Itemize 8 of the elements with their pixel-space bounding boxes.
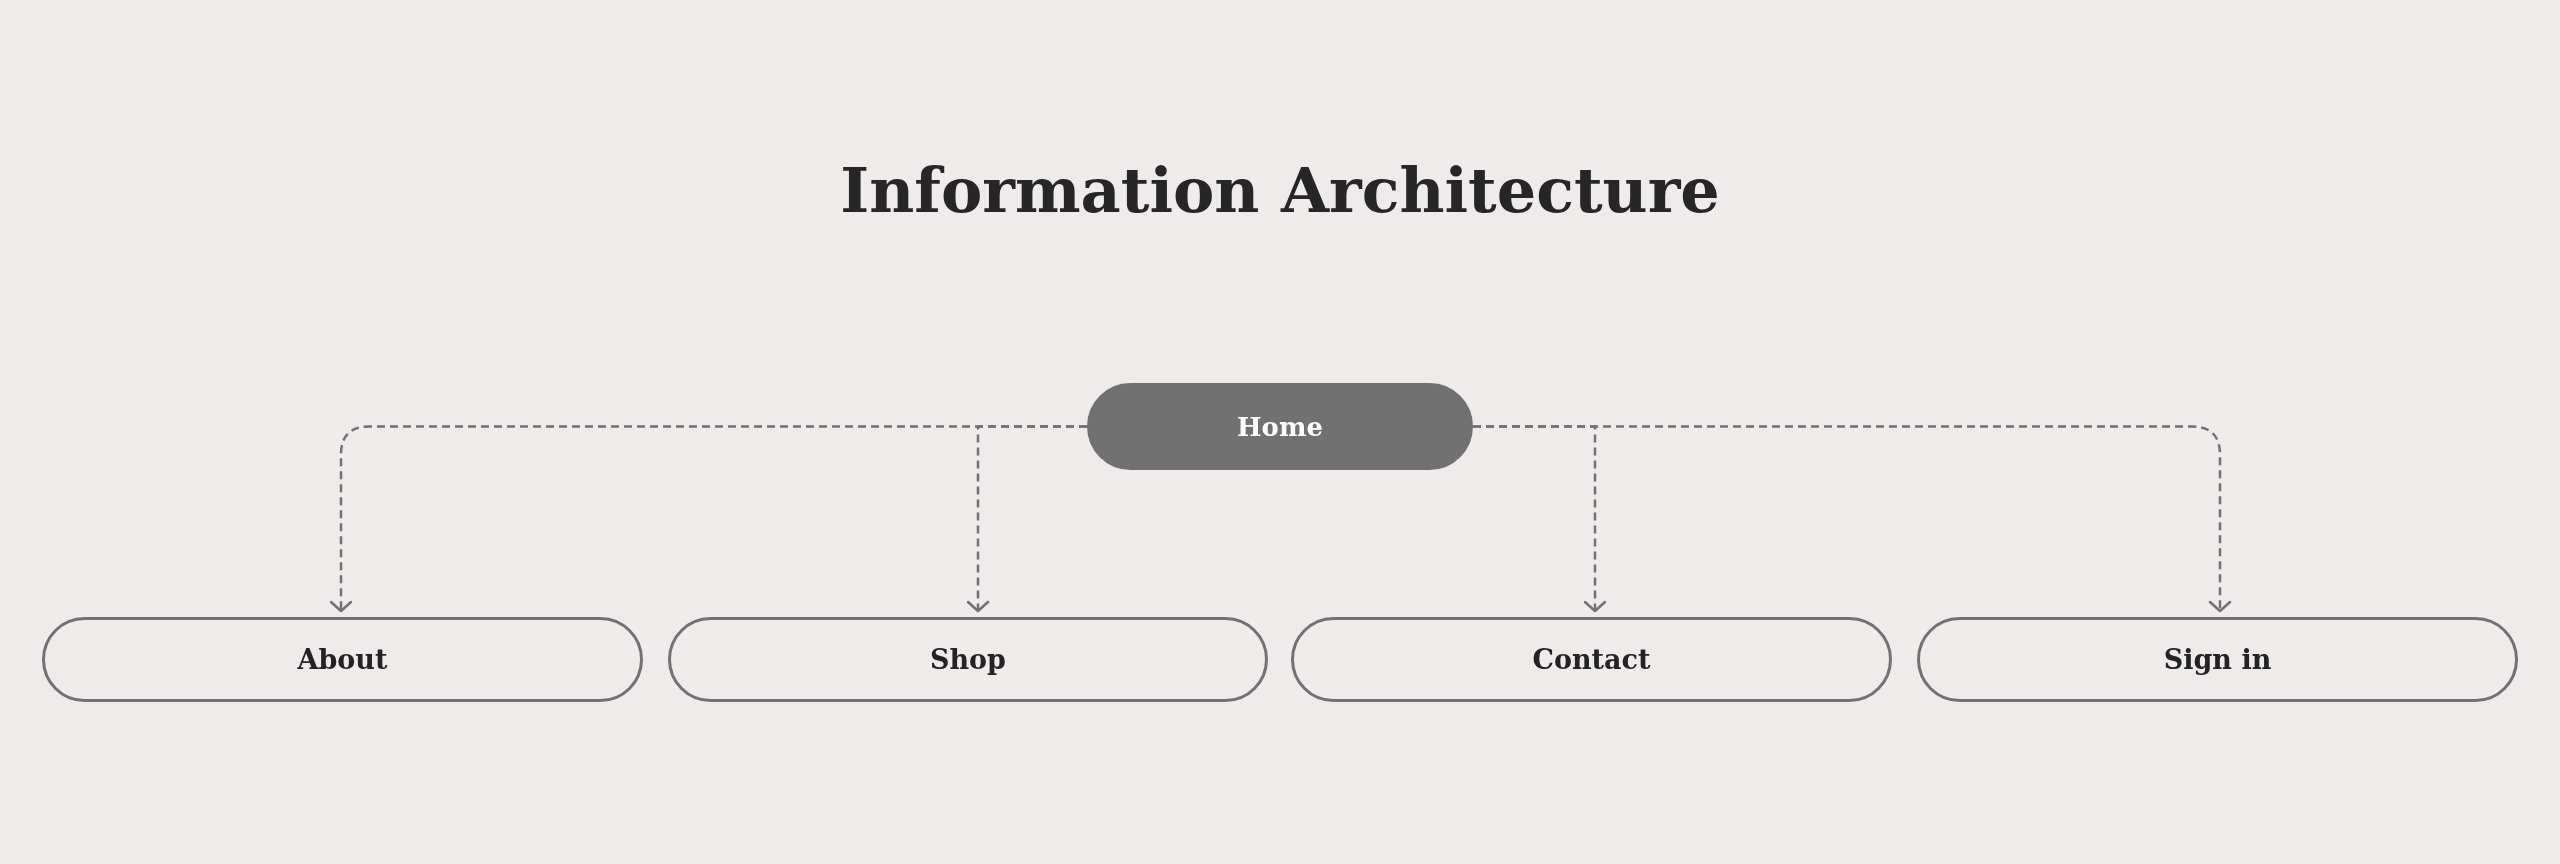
node-label: Home bbox=[1237, 413, 1323, 440]
dashed-arrow bbox=[1473, 425, 2232, 613]
node-label: Contact bbox=[1532, 646, 1651, 673]
dashed-arrow bbox=[966, 425, 1087, 613]
node-label: About bbox=[297, 646, 388, 673]
diagram-title: Information Architecture bbox=[840, 160, 1720, 222]
node-label: Sign in bbox=[2163, 646, 2272, 673]
node-label: Shop bbox=[930, 646, 1006, 673]
